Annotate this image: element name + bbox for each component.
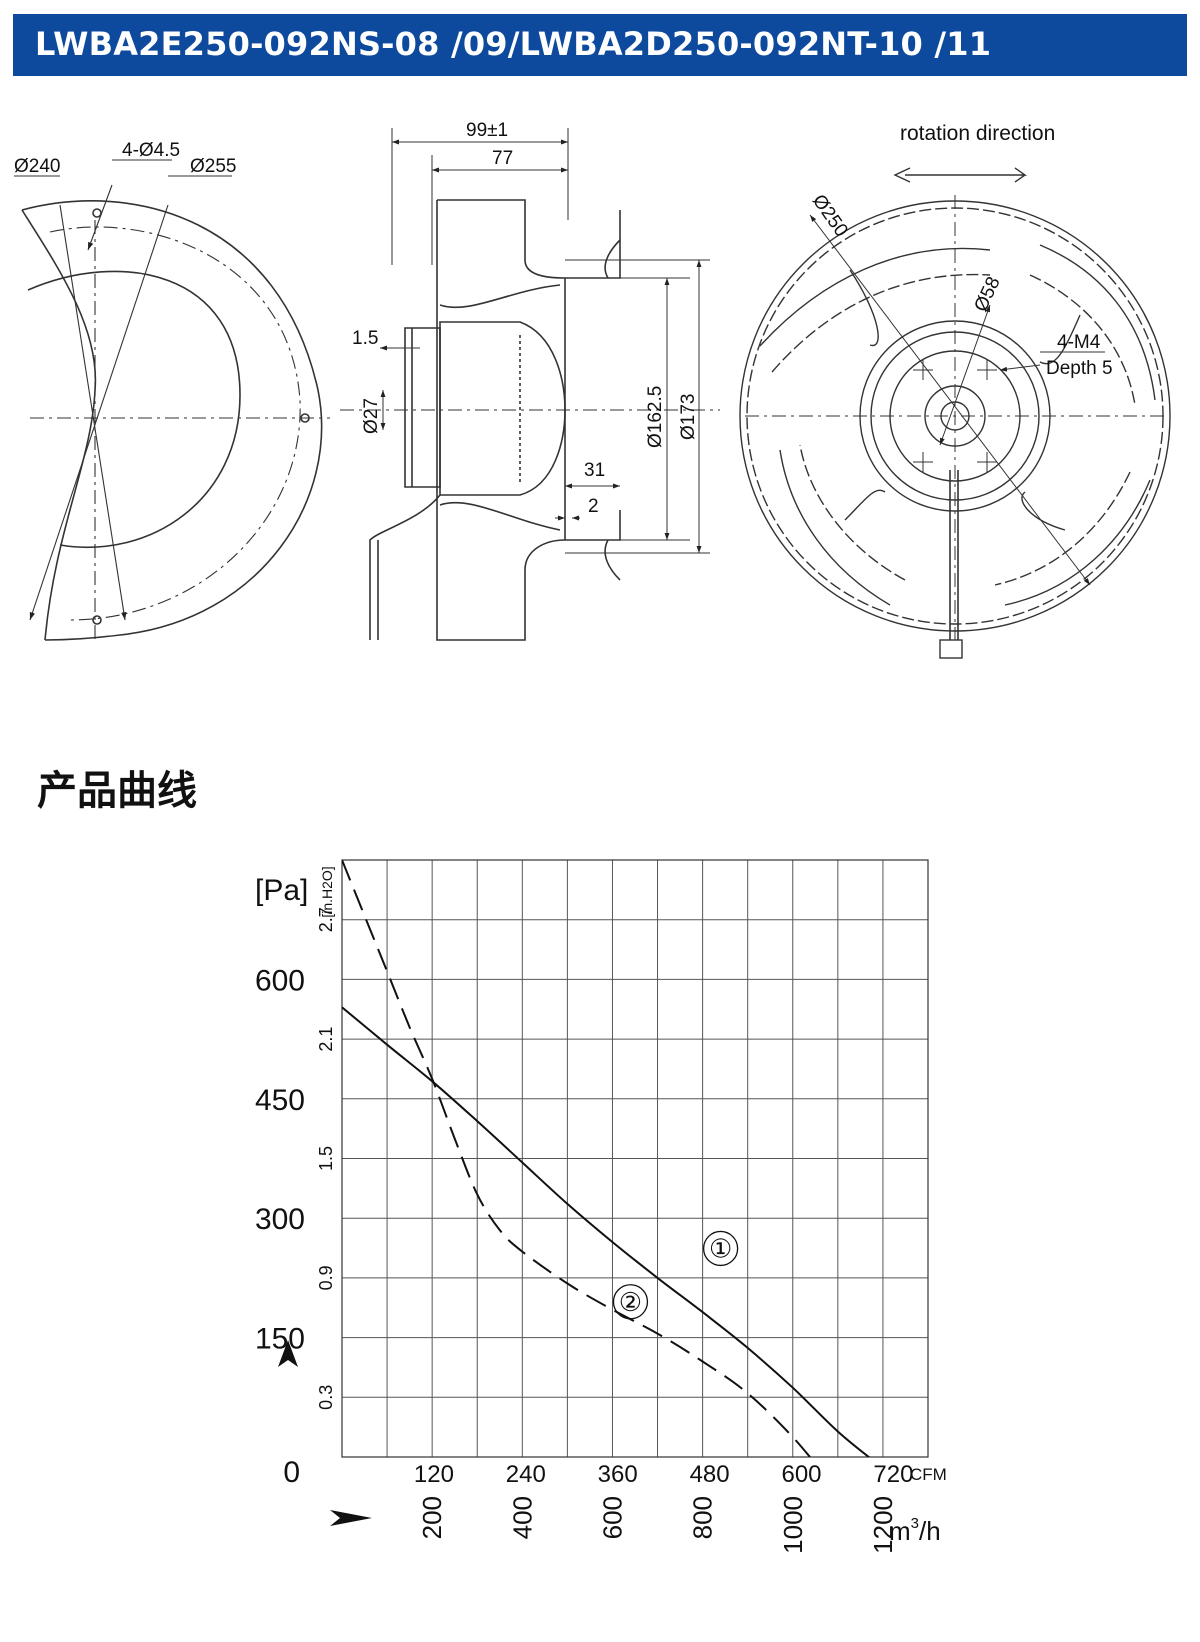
rotation-direction-label: rotation direction [900, 122, 1055, 145]
y-tick-inh2o: 2.7 [316, 907, 336, 932]
technical-drawings: Ø240 4-Ø4.5 Ø255 99±1 7 [14, 120, 1171, 659]
dim-d240-label: Ø240 [14, 156, 60, 177]
y-tick-pa: 300 [255, 1203, 305, 1236]
title-bar: LWBA2E250-092NS-08 /09/LWBA2D250-092NT-1… [13, 14, 1187, 76]
side-view-drawing [340, 128, 720, 641]
curve-label-2: ② [619, 1287, 642, 1317]
y-unit-inh2o: [in.H2O] [319, 866, 335, 917]
inlet-ring-drawing [21, 184, 330, 641]
dim-d173-label: Ø173 [678, 394, 699, 440]
product-model-title: LWBA2E250-092NS-08 /09/LWBA2D250-092NT-1… [35, 25, 992, 63]
y-tick-inh2o: 0.9 [316, 1265, 336, 1290]
y-tick-pa: 600 [255, 964, 305, 997]
y-tick-inh2o: 2.1 [316, 1027, 336, 1052]
front-view-drawing [739, 167, 1171, 659]
dim-holes-label: 4-Ø4.5 [122, 140, 180, 161]
x-tick-m3h: 1200 [868, 1496, 898, 1554]
x-axis-arrow [330, 1510, 372, 1526]
x-tick-m3h: 200 [417, 1496, 447, 1539]
curve-label-1: ① [709, 1233, 732, 1263]
chart-grid [341, 859, 929, 1458]
x-tick-cfm: 720 [873, 1461, 913, 1488]
dim-31-label: 31 [584, 460, 605, 481]
x-tick-m3h: 800 [688, 1496, 718, 1539]
dim-d27-label: Ø27 [361, 398, 382, 434]
plot-border [341, 859, 929, 1458]
x-unit-m3h: m3/h [889, 1515, 941, 1546]
thread-label: 4-M4 [1057, 332, 1101, 353]
curve-label-circle [612, 1284, 649, 1320]
performance-chart: ① ② [Pa] 0 150 300 450 600 0.3 0.9 1.5 2.1 2.7[in.H2… [255, 859, 947, 1554]
dim-99-label: 99±1 [466, 120, 508, 141]
y-tick-pa: 0 [283, 1456, 300, 1489]
dim-d162-label: Ø162.5 [645, 386, 666, 448]
section-title: 产品曲线 [37, 768, 197, 814]
y-tick-pa: 450 [255, 1084, 305, 1117]
y-axis-arrow [278, 1340, 298, 1367]
dim-1-5-label: 1.5 [352, 328, 378, 349]
chart-series [342, 860, 871, 1457]
x-tick-cfm: 480 [690, 1461, 730, 1488]
y-tick-pa: 150 [255, 1323, 305, 1356]
dim-2-label: 2 [588, 496, 599, 517]
curve-label-circle [702, 1230, 739, 1267]
x-tick-m3h: 400 [507, 1496, 537, 1539]
dim-d255-label: Ø255 [190, 156, 236, 177]
dim-d250-label: Ø250 [808, 191, 852, 241]
series-line-1 [342, 1006, 871, 1457]
dim-77-label: 77 [492, 148, 513, 169]
x-tick-m3h: 1000 [778, 1496, 808, 1554]
x-tick-m3h: 600 [598, 1496, 628, 1539]
chart-labels: ① ② [Pa] 0 150 300 450 600 0.3 0.9 1.5 2.1 2.7[in.H2… [255, 866, 947, 1554]
depth-label: Depth 5 [1046, 358, 1113, 379]
y-tick-inh2o: 0.3 [316, 1385, 336, 1410]
y-unit-pa: [Pa] [255, 874, 308, 907]
y-tick-inh2o: 1.5 [316, 1146, 336, 1171]
x-tick-cfm: 240 [506, 1461, 546, 1488]
series-line-2 [342, 860, 812, 1457]
x-tick-cfm: 600 [781, 1461, 821, 1488]
x-tick-cfm: 120 [414, 1461, 454, 1488]
dim-d58-label: Ø58 [970, 274, 1004, 315]
x-unit-cfm: CFM [910, 1465, 947, 1484]
x-tick-cfm: 360 [598, 1461, 638, 1488]
